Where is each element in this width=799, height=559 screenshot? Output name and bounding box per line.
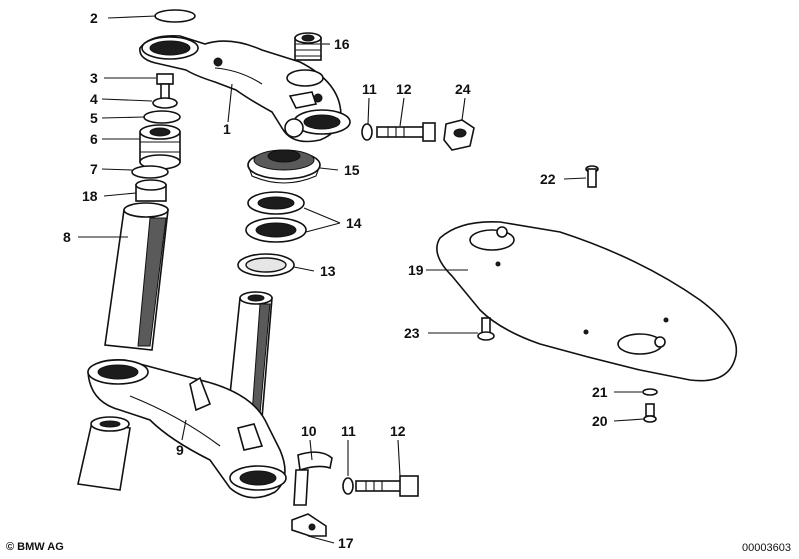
bolt-assembly-top xyxy=(361,119,475,151)
cap-part xyxy=(154,9,196,23)
callout-23: 23 xyxy=(404,325,420,341)
cover-plate-part xyxy=(436,221,738,382)
screw-23-part xyxy=(477,317,495,341)
callout-11-bottom: 11 xyxy=(341,423,356,439)
callout-12-bottom: 12 xyxy=(390,423,406,439)
callout-7: 7 xyxy=(90,161,98,177)
lower-tube-part xyxy=(77,416,131,491)
washer-21-part xyxy=(642,388,658,396)
screw-20-part xyxy=(643,403,657,423)
callout-11-top: 11 xyxy=(362,81,377,97)
threaded-plug-part xyxy=(294,32,322,61)
upper-fork-bridge xyxy=(139,34,351,143)
lower-fork-bridge xyxy=(87,291,287,499)
callout-21: 21 xyxy=(592,384,608,400)
callout-6: 6 xyxy=(90,131,98,147)
callout-3: 3 xyxy=(90,70,98,86)
bolt-assembly-bottom xyxy=(291,451,419,537)
callout-12-top: 12 xyxy=(396,81,412,97)
bearing-cone-part xyxy=(247,149,321,184)
callout-17: 17 xyxy=(338,535,354,551)
callout-labels: 1 2 3 4 5 6 7 8 9 10 11 12 11 12 13 14 1… xyxy=(63,10,608,551)
callout-8: 8 xyxy=(63,229,71,245)
callout-20: 20 xyxy=(592,413,608,429)
tapered-bearing-part xyxy=(245,191,307,243)
copyright-text: © BMW AG xyxy=(6,541,64,553)
ring-part xyxy=(143,110,181,124)
sleeve-part xyxy=(135,179,167,202)
screw-part xyxy=(156,73,174,101)
callout-15: 15 xyxy=(344,162,360,178)
callout-14: 14 xyxy=(346,215,362,231)
fork-tube-part xyxy=(104,202,169,351)
callout-24: 24 xyxy=(455,81,471,97)
callout-2: 2 xyxy=(90,10,98,26)
screw-22-part xyxy=(585,165,599,188)
circlip-part xyxy=(131,165,169,179)
callout-19: 19 xyxy=(408,262,424,278)
callout-18: 18 xyxy=(82,188,98,204)
callout-1: 1 xyxy=(223,121,231,137)
diagram-number: 00003603 xyxy=(742,542,791,554)
callout-22: 22 xyxy=(540,171,556,187)
bushing-part xyxy=(139,124,181,170)
callout-9: 9 xyxy=(176,442,184,458)
washer-part xyxy=(152,97,178,109)
leader-lines xyxy=(78,15,645,544)
seal-ring-part xyxy=(237,253,295,277)
callout-4: 4 xyxy=(90,91,98,107)
callout-10: 10 xyxy=(301,423,317,439)
callout-5: 5 xyxy=(90,110,98,126)
callout-13: 13 xyxy=(320,263,336,279)
callout-16: 16 xyxy=(334,36,350,52)
